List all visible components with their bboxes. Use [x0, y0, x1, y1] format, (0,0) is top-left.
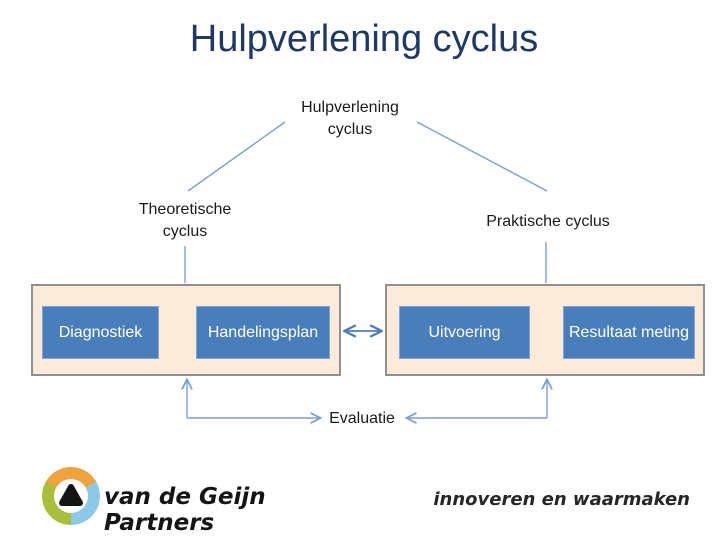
node-diagnostiek: Diagnostiek: [42, 306, 159, 359]
theoretische-cyclus-label: Theoretische cyclus: [105, 199, 265, 243]
node-handelingsplan-label: Handelingsplan: [207, 323, 319, 341]
root-node-label-line1: Hulpverlening: [301, 99, 399, 116]
theoretische-label-line1: Theoretische: [138, 201, 232, 218]
node-handelingsplan: Handelingsplan: [196, 306, 330, 359]
node-resultaat-meting-label: Resultaat meting: [568, 323, 690, 341]
theoretische-label-line2: cyclus: [162, 223, 208, 240]
node-uitvoering-label: Uitvoering: [428, 323, 501, 341]
brand-tagline: innoveren en waarmaken: [433, 489, 690, 510]
root-node-label: Hulpverlening cyclus: [270, 97, 430, 141]
praktische-cyclus-label: Praktische cyclus: [486, 213, 610, 230]
logo-triangle-icon: [59, 484, 83, 506]
root-node-label-line2: cyclus: [327, 121, 373, 138]
evaluatie-label: Evaluatie: [329, 410, 395, 427]
node-resultaat-meting: Resultaat meting: [563, 306, 695, 359]
node-diagnostiek-label: Diagnostiek: [58, 323, 143, 341]
page-title: Hulpverlening cyclus: [189, 18, 539, 60]
connector-root-to-praktische: [416, 121, 548, 192]
brand-name: van de Geijn Partners: [104, 484, 266, 536]
company-logo: [41, 466, 101, 526]
node-uitvoering: Uitvoering: [399, 306, 530, 359]
